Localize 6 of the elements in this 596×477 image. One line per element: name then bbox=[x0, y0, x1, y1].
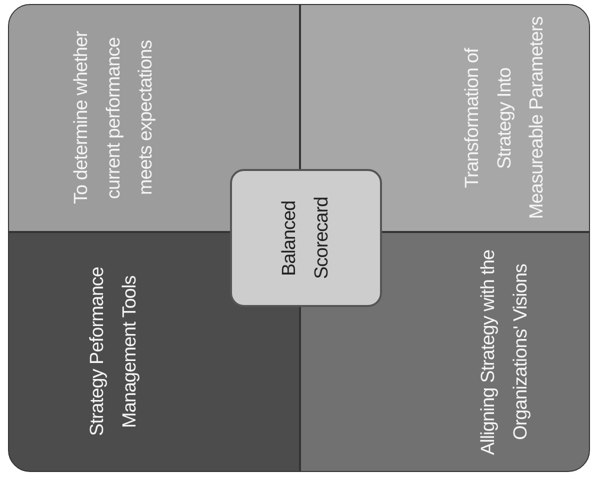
center-box bbox=[230, 169, 382, 307]
quadrant-text: Alligning Strategy with the Organizations' Visions bbox=[476, 248, 532, 457]
quadrant-text: Strategy Peformance Management Tools bbox=[86, 266, 141, 438]
center-text: Balanced Scorecard bbox=[278, 196, 333, 282]
quadrant-text: Transformation of Strategy Into Measureable Parameters bbox=[460, 16, 548, 222]
quadrant-text: To determine whether current performance meets expectations bbox=[70, 30, 158, 206]
